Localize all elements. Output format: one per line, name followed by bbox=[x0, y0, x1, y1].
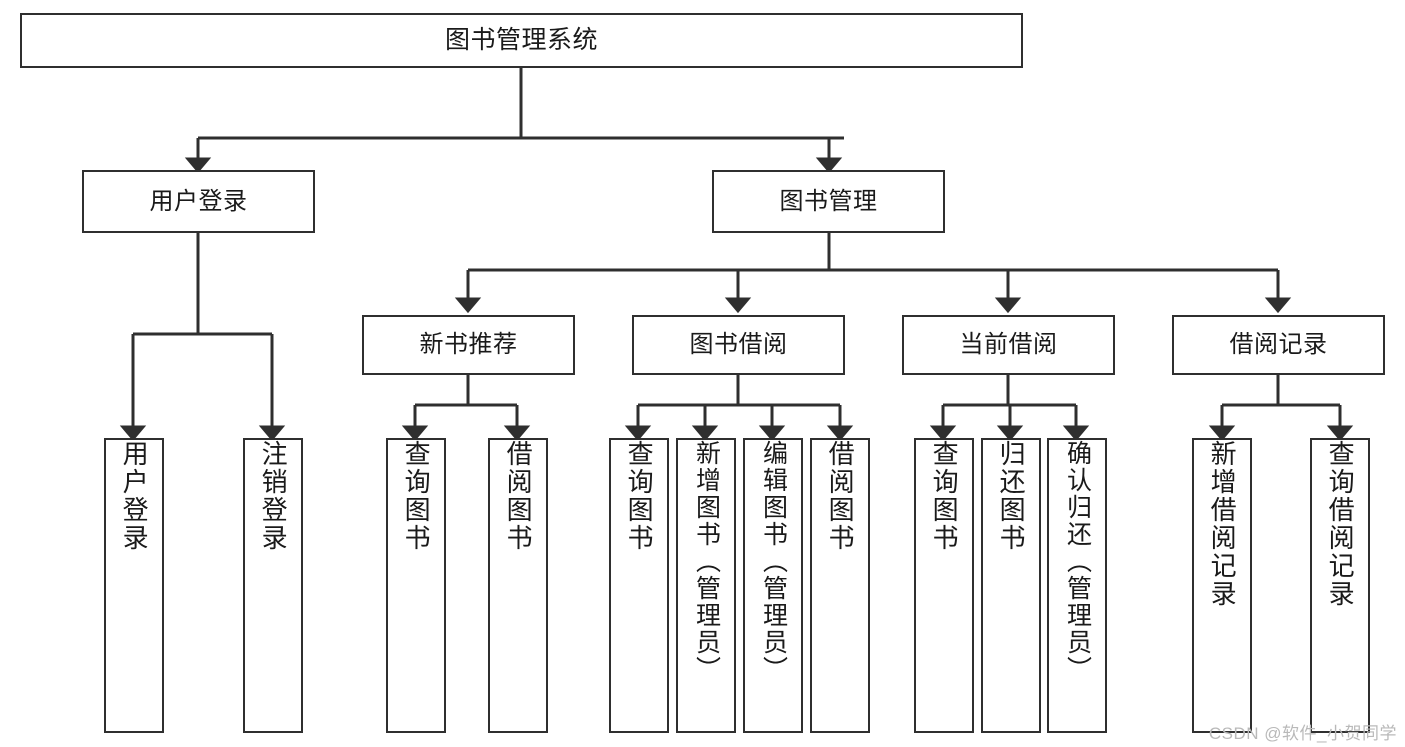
leaf-cb-return-book[interactable]: 归还图书 bbox=[981, 438, 1041, 733]
leaf-cb-confirm-return-admin-label: 确认归还（管理员） bbox=[1063, 440, 1092, 683]
node-new-book-recommend[interactable]: 新书推荐 bbox=[362, 315, 575, 375]
leaf-logout[interactable]: 注销登录 bbox=[243, 438, 303, 733]
leaf-br-query-record[interactable]: 查询借阅记录 bbox=[1310, 438, 1370, 733]
leaf-user-login-label: 用户登录 bbox=[119, 440, 150, 552]
leaf-bb-borrow-book-label: 借阅图书 bbox=[825, 440, 856, 552]
leaf-bb-edit-book-admin-label: 编辑图书（管理员） bbox=[759, 440, 788, 683]
leaf-cb-query-book-label: 查询图书 bbox=[929, 440, 960, 552]
node-book-borrow[interactable]: 图书借阅 bbox=[632, 315, 845, 375]
node-root-system-label: 图书管理系统 bbox=[444, 26, 598, 55]
leaf-bb-query-book-label: 查询图书 bbox=[624, 440, 655, 552]
leaf-cb-confirm-return-admin[interactable]: 确认归还（管理员） bbox=[1047, 438, 1107, 733]
leaf-br-query-record-label: 查询借阅记录 bbox=[1325, 440, 1356, 608]
node-user-login-label: 用户登录 bbox=[149, 187, 248, 215]
leaf-bb-borrow-book[interactable]: 借阅图书 bbox=[810, 438, 870, 733]
node-new-book-recommend-label: 新书推荐 bbox=[419, 331, 518, 359]
leaf-cb-return-book-label: 归还图书 bbox=[996, 440, 1027, 552]
node-book-management[interactable]: 图书管理 bbox=[712, 170, 945, 233]
leaf-bb-add-book-admin[interactable]: 新增图书（管理员） bbox=[676, 438, 736, 733]
leaf-bb-add-book-admin-label: 新增图书（管理员） bbox=[692, 440, 721, 683]
node-borrow-record[interactable]: 借阅记录 bbox=[1172, 315, 1385, 375]
leaf-cb-query-book[interactable]: 查询图书 bbox=[914, 438, 974, 733]
leaf-br-add-record[interactable]: 新增借阅记录 bbox=[1192, 438, 1252, 733]
node-book-borrow-label: 图书借阅 bbox=[689, 331, 788, 359]
node-book-management-label: 图书管理 bbox=[779, 187, 878, 215]
leaf-nb-borrow-book[interactable]: 借阅图书 bbox=[488, 438, 548, 733]
node-current-borrow-label: 当前借阅 bbox=[959, 331, 1058, 359]
node-root-system[interactable]: 图书管理系统 bbox=[20, 13, 1023, 68]
csdn-watermark: CSDN @软件_小贺同学 bbox=[1208, 724, 1397, 743]
leaf-bb-edit-book-admin[interactable]: 编辑图书（管理员） bbox=[743, 438, 803, 733]
node-borrow-record-label: 借阅记录 bbox=[1229, 331, 1328, 359]
leaf-bb-query-book[interactable]: 查询图书 bbox=[609, 438, 669, 733]
leaf-nb-query-book-label: 查询图书 bbox=[401, 440, 432, 552]
leaf-br-add-record-label: 新增借阅记录 bbox=[1207, 440, 1238, 608]
leaf-nb-query-book[interactable]: 查询图书 bbox=[386, 438, 446, 733]
node-user-login[interactable]: 用户登录 bbox=[82, 170, 315, 233]
leaf-user-login[interactable]: 用户登录 bbox=[104, 438, 164, 733]
node-current-borrow[interactable]: 当前借阅 bbox=[902, 315, 1115, 375]
leaf-nb-borrow-book-label: 借阅图书 bbox=[503, 440, 534, 552]
leaf-logout-label: 注销登录 bbox=[258, 440, 289, 552]
